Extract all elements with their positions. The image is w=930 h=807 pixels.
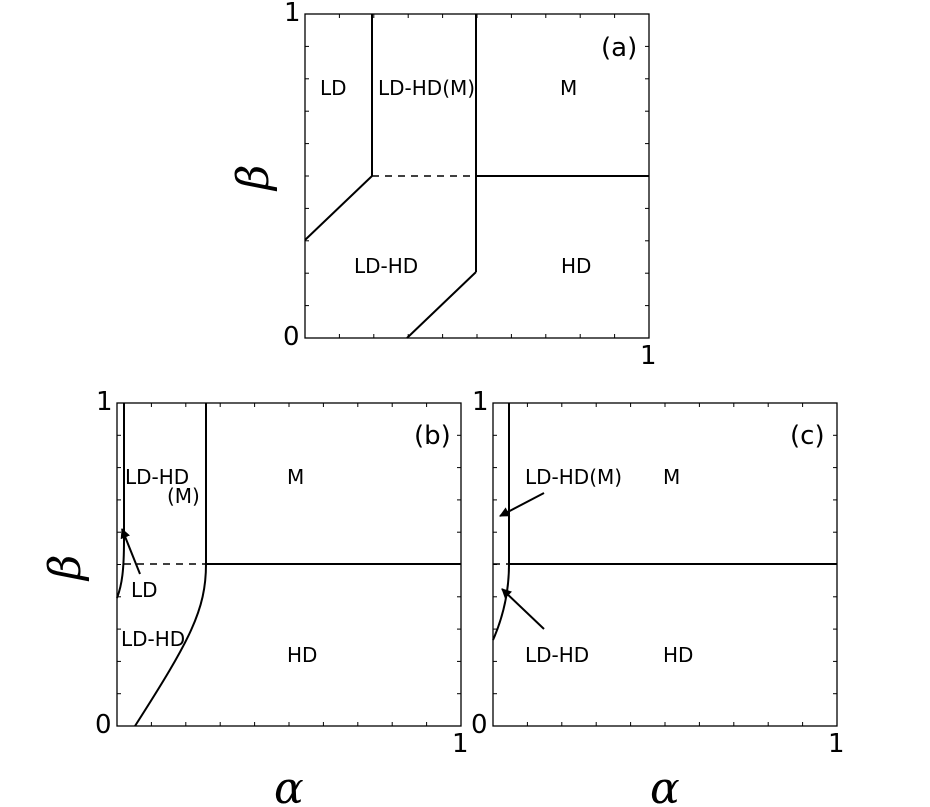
panel-a-label: (a): [601, 33, 637, 63]
region-b-m-label: M: [287, 465, 304, 489]
panel-b-xlabel: α: [274, 763, 304, 807]
panel-a-ytick-max: 1: [284, 0, 301, 28]
panel-c-ticks: [493, 403, 837, 726]
region-b-ldhd-label: LD-HD: [125, 465, 189, 489]
region-b-ld-label: LD: [131, 578, 158, 602]
panel-a-xtick-max: 1: [640, 341, 657, 371]
boundary-c-curve: [492, 563, 510, 641]
panel-c: LD-HD(M) M LD-HD HD (c) 1 0 1 α: [471, 387, 845, 807]
boundary-b-ldhd-hd-curve: [134, 563, 207, 727]
panel-c-label: (c): [790, 421, 825, 451]
panel-b-ytick-max: 1: [96, 387, 113, 417]
panel-b-arrow: [120, 528, 141, 575]
panel-c-xlabel: α: [650, 763, 680, 807]
region-ldhd-label: LD-HD: [354, 254, 418, 278]
panel-a: LD LD-HD(M) M LD-HD HD (a) 1 0 1 β: [228, 0, 657, 371]
region-b-ldhd-lower-label: LD-HD: [121, 627, 185, 651]
panel-a-ylabel: β: [228, 165, 279, 192]
region-ld-label: LD: [320, 76, 347, 100]
panel-c-arrow-lower: [501, 588, 545, 630]
region-c-hd-label: HD: [663, 643, 693, 667]
panel-b-label: (b): [414, 421, 451, 451]
panel-a-ticks: [305, 14, 649, 338]
panel-b: LD-HD (M) M LD LD-HD HD (b) 1 0 1 β α: [40, 387, 469, 807]
region-c-m-label: M: [663, 465, 680, 489]
region-c-ldhdm-label: LD-HD(M): [525, 465, 622, 489]
panel-c-xtick-max: 1: [828, 729, 845, 759]
panel-b-ytick-min: 0: [95, 710, 112, 740]
region-hd-label: HD: [561, 254, 591, 278]
region-m-label: M: [560, 76, 577, 100]
panel-c-ytick-max: 1: [472, 387, 489, 417]
region-b-hd-label: HD: [287, 643, 317, 667]
panel-c-arrow-upper: [499, 492, 545, 517]
region-c-ldhd-label: LD-HD: [525, 643, 589, 667]
boundary-ldhd-hd: [406, 271, 477, 339]
region-ldhdm-label: LD-HD(M): [378, 76, 475, 100]
boundary-b-ld-curve: [116, 539, 125, 599]
region-b-m-sub-label: (M): [167, 484, 200, 508]
panel-b-xtick-max: 1: [452, 729, 469, 759]
panel-c-ytick-min: 0: [471, 710, 488, 740]
panel-a-ytick-min: 0: [283, 322, 300, 352]
panel-b-ticks: [117, 403, 461, 726]
panel-b-ylabel: β: [40, 555, 91, 582]
boundary-ld-ldhd: [304, 175, 373, 241]
